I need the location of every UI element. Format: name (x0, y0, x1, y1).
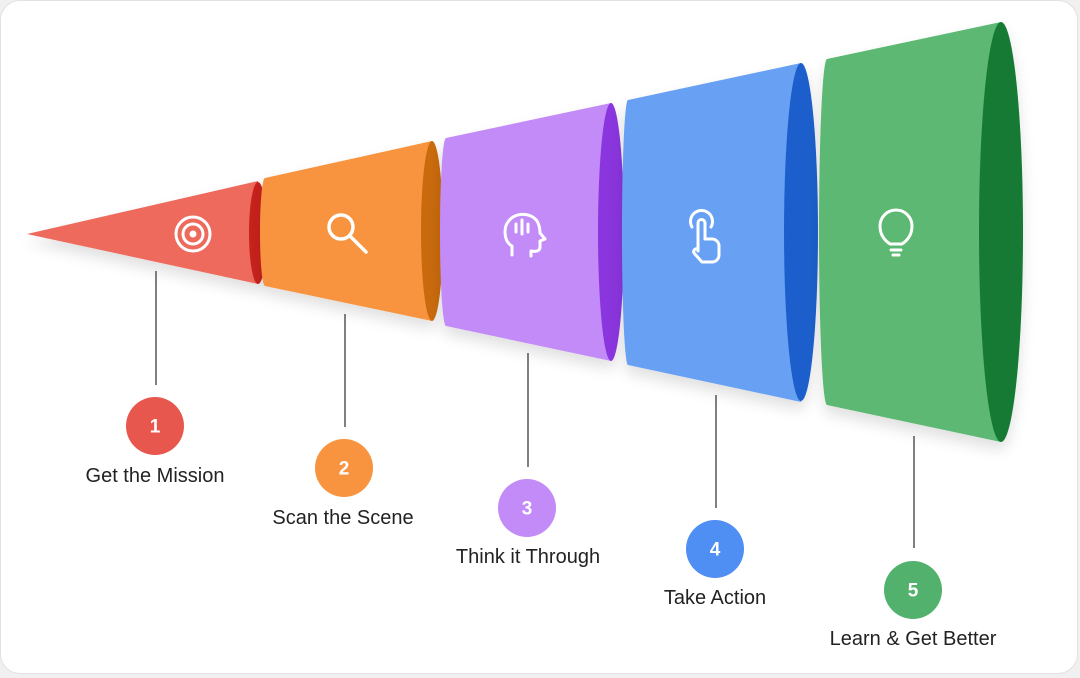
stage-4-end (784, 63, 818, 401)
head-thinking-icon (503, 212, 547, 258)
stage-1-number: 1 (150, 417, 161, 438)
stage-2-badge: 2 (315, 439, 373, 497)
target-icon (174, 215, 212, 253)
search-icon (327, 213, 368, 254)
pointer-hand-icon (689, 209, 721, 264)
stage-2-body (260, 141, 432, 321)
stage-4-label: Take Action (664, 587, 766, 609)
stage-1-segment (27, 181, 267, 284)
stage-1-badge: 1 (126, 397, 184, 455)
stage-4-number: 4 (710, 540, 721, 561)
stage-4-badge: 4 (686, 520, 744, 578)
stage-3-body (440, 103, 611, 361)
stage-3-badge: 3 (498, 479, 556, 537)
stage-5-label: Learn & Get Better (830, 628, 997, 650)
stage-5-number: 5 (908, 581, 919, 602)
stage-5-badge: 5 (884, 561, 942, 619)
stage-3-label: Think it Through (456, 546, 600, 568)
lightbulb-icon (878, 208, 914, 257)
stage-1-label: Get the Mission (86, 465, 225, 487)
stage-2-label: Scan the Scene (272, 507, 413, 529)
stage-3-number: 3 (522, 499, 533, 520)
stage-3-end (598, 103, 624, 361)
stage-1-body (27, 181, 258, 284)
stage-4-body (621, 63, 801, 402)
stage-3-segment (440, 103, 624, 361)
stage-2-end (421, 141, 443, 321)
stage-5-segment (819, 22, 1023, 442)
stage-2-segment (260, 141, 443, 321)
stage-4-segment (621, 63, 818, 402)
stage-5-end (979, 22, 1023, 442)
stage-2-number: 2 (339, 459, 350, 480)
